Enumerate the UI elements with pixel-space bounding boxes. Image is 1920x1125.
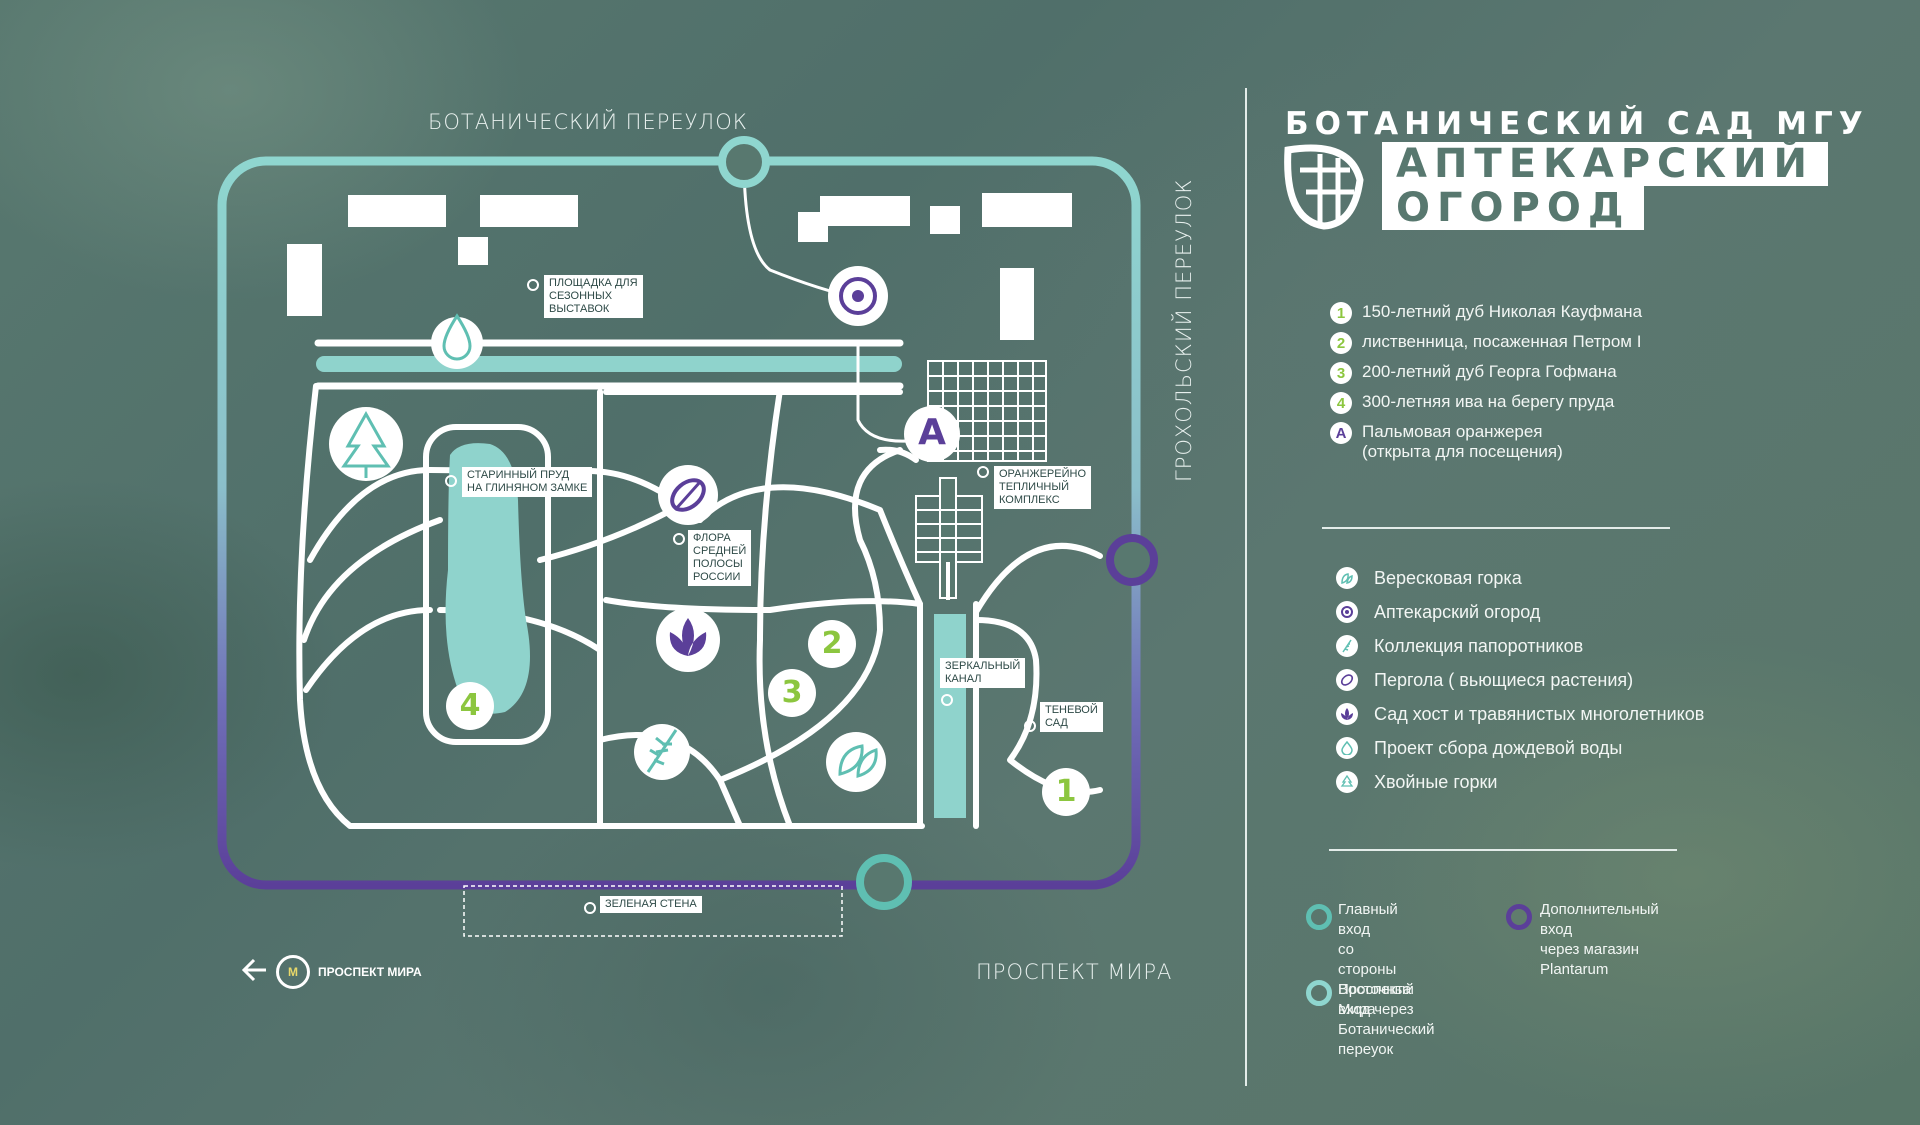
dot-green-wall [584,902,596,914]
main-entrance[interactable] [856,854,912,910]
label-seasonal-exhibitions: ПЛОЩАДКА ДЛЯ СЕЗОННЫХ ВЫСТАВОК [544,275,643,318]
raindrop-icon [1336,737,1358,759]
marker-2-text: 2 [821,626,843,661]
street-bottom: ПРОСПЕКТ МИРА [976,960,1173,984]
map-conifer-icon [329,407,403,481]
dot-canal [941,694,953,706]
legend-zones: Вересковая горка Аптекарский огород Колл… [1336,561,1704,799]
green-wall [463,885,843,937]
buildings [287,193,1072,340]
metro-label: ПРОСПЕКТ МИРА [318,965,422,979]
map-apothecary-flower-icon [828,266,888,326]
heather-icon [1336,567,1358,589]
main-entrance-ring-icon [1306,904,1332,930]
label-greenhouse: ОРАНЖЕРЕЙНО ТЕПЛИЧНЫЙ КОМПЛЕКС [994,466,1092,509]
metro-station[interactable]: М ПРОСПЕКТ МИРА [276,955,422,989]
map-hosta-icon [656,608,720,672]
title-top: БОТАНИЧЕСКИЙ САД МГУ [1285,106,1869,142]
zone-item: Коллекция папоротников [1336,629,1704,663]
metro-icon: М [276,955,310,989]
marker-1-text: 1 [1055,774,1077,809]
east-entrance-text: Восточный вход через Ботанический переуо… [1338,981,1435,1058]
pond-frame [423,424,551,745]
map-raindrop-icon [431,313,483,369]
zone-item: Пергола ( вьющиеся растения) [1336,663,1704,697]
map-pergola-icon [658,465,718,525]
zone-item: Хвойные горки [1336,765,1704,799]
zone-item: Аптекарский огород [1336,595,1704,629]
main-entrance-text: Главный вход со стороны Проспекта Мира [1338,901,1412,1018]
zone-item: Сад хост и травянистых многолетников [1336,697,1704,731]
zone-item: Вересковая горка [1336,561,1704,595]
label-mirror-canal: ЗЕРКАЛЬНЫЙ КАНАЛ [940,658,1026,688]
divider-1 [1322,527,1670,529]
marker-3-text: 3 [781,675,803,710]
east-entrance-ring-icon [1306,980,1332,1006]
dot-seasonal [527,279,539,291]
marker-a-text: A [918,412,946,453]
apothecary-flower-icon [1336,601,1358,623]
map-marker-a [904,406,960,462]
divider-2 [1329,849,1677,851]
map-marker-1 [1042,768,1090,816]
pergola-icon [1336,669,1358,691]
street-right: ГРОХОЛЬСКИЙ ПЕРЕУЛОК [1172,178,1196,482]
label-shadow-garden: ТЕНЕВОЙ САД [1040,702,1103,732]
dot-flora [673,533,685,545]
extra-entrance-text: Дополнительный вход через магазин Planta… [1540,901,1659,978]
map-fern-icon [634,724,690,780]
extra-entrance[interactable] [1106,534,1158,586]
street-top: БОТАНИЧЕСКИЙ ПЕРЕУЛОК [428,110,748,134]
label-old-pond: СТАРИННЫЙ ПРУД НА ГЛИНЯНОМ ЗАМКЕ [462,467,593,497]
fern-icon [1336,635,1358,657]
panel-divider [1245,88,1247,1086]
conifer-icon [1336,771,1358,793]
label-flora: ФЛОРА СРЕДНЕЙ ПОЛОСЫ РОССИИ [688,530,752,586]
garden-map [217,136,1158,982]
title-line1: АПТЕКАРСКИЙ [1382,142,1829,186]
mirror-canal [934,614,966,818]
map-marker-2 [808,620,856,668]
old-pond [445,443,530,714]
marker-4-text: 4 [459,688,481,723]
east-entrance[interactable] [718,136,770,188]
greenhouse-small [915,477,983,600]
map-marker-4 [446,682,494,730]
map-marker-3 [768,669,816,717]
leaf-logo-icon [1284,144,1364,230]
water-channel [316,356,902,372]
arrow-left-icon [241,958,266,982]
dot-greenhouse [977,466,989,478]
hosta-icon [1336,703,1358,725]
zone-item: Проект сбора дождевой воды [1336,731,1704,765]
title-line2: ОГОРОД [1382,186,1645,230]
extra-entrance-ring-icon [1506,904,1532,930]
dot-shadow [1024,720,1036,732]
dot-pond [445,475,457,487]
garden-boundary [217,156,1141,890]
label-green-wall: ЗЕЛЕНАЯ СТЕНА [600,896,702,913]
map-heather-icon [826,732,886,792]
